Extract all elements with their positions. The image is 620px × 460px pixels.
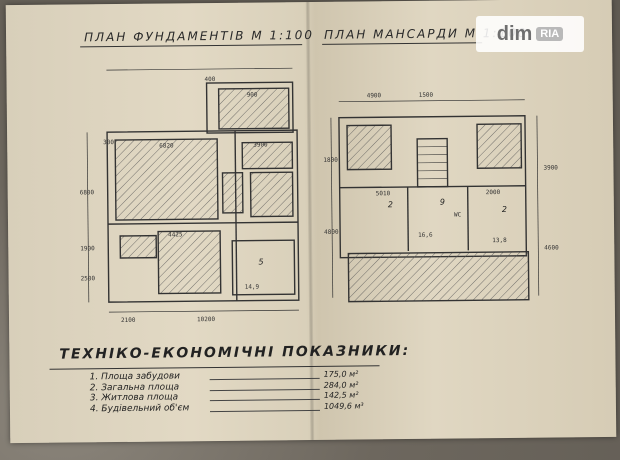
attic-dimensions: 4900 1500 1800 5010 4800 3900 4600 2000 … <box>323 92 559 252</box>
tech-value: 175,0 м² <box>323 369 359 379</box>
tech-value: 142,5 м² <box>323 390 359 400</box>
room-label-5: 5 <box>258 257 263 266</box>
foundation-porch-outline <box>205 81 294 134</box>
dim-4425: 4425 <box>168 231 183 238</box>
tech-indicators-title: ТЕХНІКО-ЕКОНОМІЧНІ ПОКАЗНИКИ: <box>59 342 411 363</box>
plans-drawing: 6820 3900 4425 6800 1900 10200 2100 300 … <box>80 67 559 324</box>
dim-2100: 2100 <box>121 317 136 324</box>
tech-label: 3. Житлова площа <box>89 392 179 404</box>
foundation-slab-c <box>241 141 294 170</box>
dim-300: 300 <box>103 139 114 146</box>
foundation-slab-d <box>249 171 294 218</box>
foundation-slab-f <box>157 230 222 295</box>
dim-400: 400 <box>204 76 215 83</box>
dim-1800: 1800 <box>323 157 338 164</box>
dimria-watermark: dim RIA <box>476 16 584 52</box>
tech-indicators-list: 1. Площа забудови 175,0 м² 2. Загальна п… <box>90 369 400 414</box>
dim-2000: 2000 <box>486 189 501 196</box>
room-area-138: 13,8 <box>492 237 507 244</box>
watermark-brand-main: dim <box>496 22 533 45</box>
attic-roof-hatch <box>347 251 530 303</box>
dim-2500: 2500 <box>81 275 96 282</box>
foundation-plan <box>86 67 300 313</box>
tech-row-volume: 4. Будівельний об'єм 1049,6 м³ <box>90 401 400 415</box>
tech-label: 4. Будівельний об'єм <box>89 402 190 414</box>
dim-4800: 4800 <box>324 229 339 236</box>
room-label-2-right: 2 <box>502 205 507 214</box>
foundation-slab-e <box>221 172 244 214</box>
foundation-dimensions: 6820 3900 4425 6800 1900 10200 2100 300 … <box>80 76 268 324</box>
dim-4900: 4900 <box>367 92 382 99</box>
dim-3900: 3900 <box>253 141 268 148</box>
dim-1500: 1500 <box>419 92 434 99</box>
foundation-slab-b <box>217 87 290 130</box>
dim-5010: 5010 <box>376 190 391 197</box>
attic-slab-left <box>346 124 393 171</box>
dim-1900: 1900 <box>80 245 95 252</box>
foundation-slab-g <box>119 234 158 259</box>
room-label-wc: WC <box>454 211 462 218</box>
dim-4600: 4600 <box>544 244 559 251</box>
watermark-brand-tag: RIA <box>536 27 564 41</box>
leader-line <box>209 409 320 412</box>
room-area-149: 14,9 <box>245 284 260 291</box>
dim-10200: 10200 <box>197 316 216 323</box>
foundation-room-5 <box>231 239 296 296</box>
dim-6820: 6820 <box>159 142 174 149</box>
room-area-166: 16,6 <box>418 232 433 239</box>
tech-value: 1049,6 м³ <box>323 400 364 411</box>
dim-6800: 6800 <box>80 189 95 196</box>
room-label-2-left: 2 <box>388 200 393 209</box>
tech-label: 1. Площа забудови <box>89 371 181 383</box>
attic-plan <box>330 99 540 303</box>
dim-3900-right: 3900 <box>543 164 558 171</box>
dim-900: 900 <box>247 92 258 99</box>
foundation-outline <box>106 129 300 303</box>
blueprint-sheet: ПЛАН ФУНДАМЕНТІВ М 1:100 ПЛАН МАНСАРДИ М… <box>5 0 617 444</box>
tech-value: 284,0 м² <box>323 380 359 390</box>
room-label-9: 9 <box>440 198 445 207</box>
foundation-slab-a <box>114 138 219 221</box>
attic-slab-right <box>476 123 523 169</box>
tech-label: 2. Загальна площа <box>89 381 180 393</box>
